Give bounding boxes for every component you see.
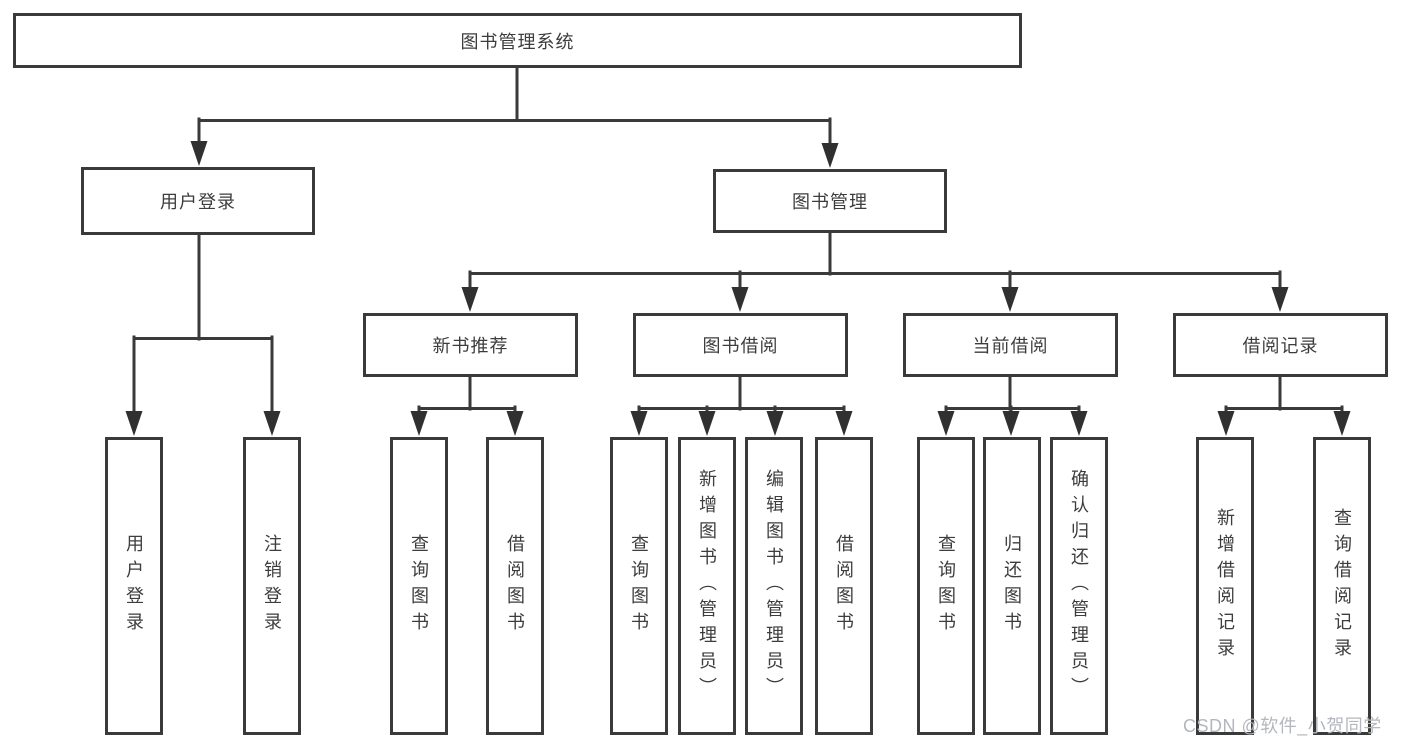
leaf-logout: 注销登录 <box>243 437 301 735</box>
node-root: 图书管理系统 <box>13 13 1022 68</box>
watermark: CSDN @软件_小贺同学 <box>1183 716 1382 736</box>
leaf-borrow-books-borrow: 借阅图书 <box>815 437 873 735</box>
leaf-confirm-return-admin: 确认归还（管理员） <box>1050 437 1108 735</box>
node-book-management: 图书管理 <box>713 169 947 233</box>
leaf-edit-book-admin: 编辑图书（管理员） <box>745 437 803 735</box>
node-book-borrow: 图书借阅 <box>633 313 848 377</box>
leaf-query-borrow-record: 查询借阅记录 <box>1313 437 1371 735</box>
node-new-book-recommend: 新书推荐 <box>363 313 578 377</box>
leaf-query-books-current: 查询图书 <box>917 437 975 735</box>
node-current-borrow: 当前借阅 <box>903 313 1118 377</box>
leaf-add-borrow-record: 新增借阅记录 <box>1196 437 1254 735</box>
leaf-user-login: 用户登录 <box>105 437 163 735</box>
node-borrow-records: 借阅记录 <box>1173 313 1388 377</box>
leaf-borrow-books-recommend: 借阅图书 <box>486 437 544 735</box>
leaf-query-books-recommend: 查询图书 <box>390 437 448 735</box>
leaf-add-book-admin: 新增图书（管理员） <box>678 437 736 735</box>
arrowhead-icons <box>125 141 1351 436</box>
node-user-login: 用户登录 <box>81 167 315 235</box>
leaf-query-books-borrow: 查询图书 <box>610 437 668 735</box>
leaf-return-book: 归还图书 <box>983 437 1041 735</box>
